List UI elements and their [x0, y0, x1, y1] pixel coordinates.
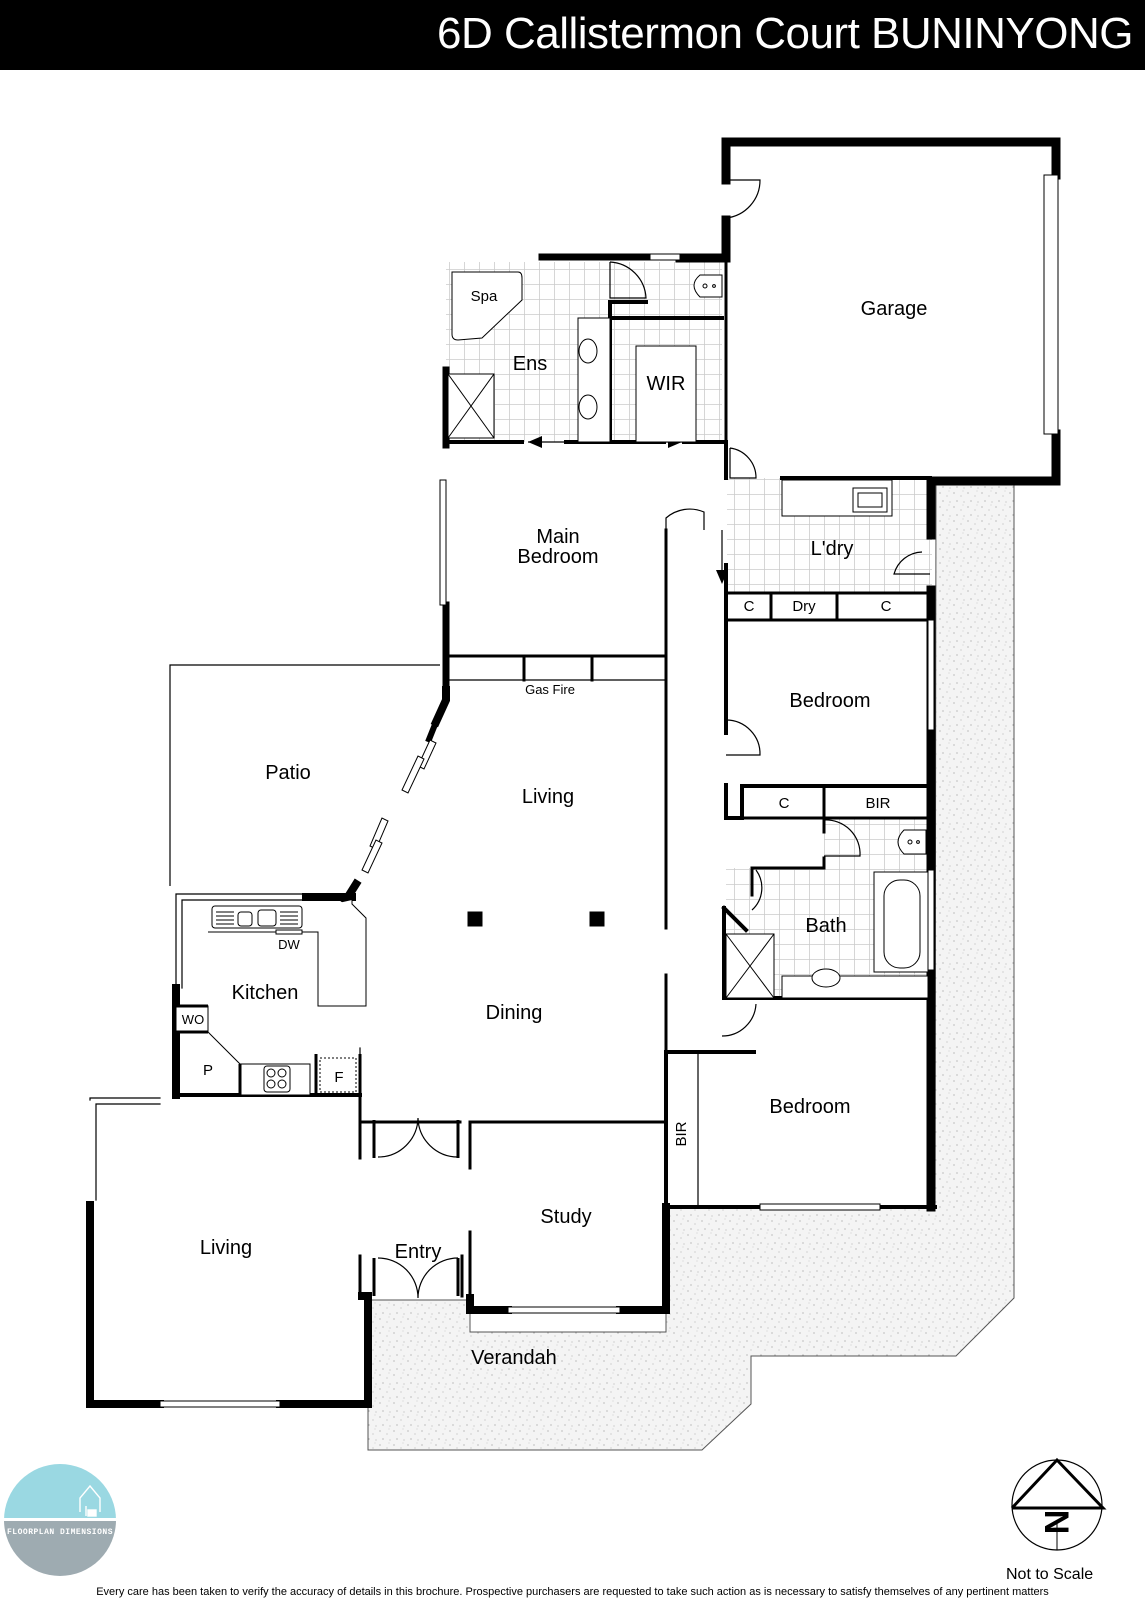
label-pantry: P — [203, 1062, 213, 1079]
room-label-entry: Entry — [395, 1241, 442, 1263]
label-bedroom-3-bir: BIR — [673, 1121, 690, 1146]
basin-icon — [811, 968, 841, 988]
room-label-living-main: Living — [522, 786, 574, 808]
column — [467, 911, 483, 927]
kitchen-sink-icon — [211, 905, 303, 929]
fixtures — [175, 271, 929, 1096]
room-label-bedroom-3: Bedroom — [769, 1096, 850, 1118]
disclaimer-text: Every care has been taken to verify the … — [96, 1586, 1049, 1598]
room-labels: Garage Spa Ens WIR Main Bedroom L'dry C … — [182, 288, 928, 1369]
label-gas-fire: Gas Fire — [525, 682, 575, 697]
bathtub-icon — [883, 879, 921, 969]
house-icon — [79, 1484, 101, 1517]
room-label-ensuite: Ens — [513, 353, 547, 375]
room-label-verandah: Verandah — [471, 1347, 557, 1369]
fridge-space — [319, 1057, 357, 1093]
label-fridge: F — [334, 1069, 343, 1086]
room-label-study: Study — [540, 1206, 591, 1228]
column — [589, 911, 605, 927]
room-label-kitchen: Kitchen — [232, 982, 299, 1004]
room-label-bedroom-2: Bedroom — [789, 690, 870, 712]
property-address-title: 6D Callistermon Court BUNINYONG — [437, 9, 1134, 58]
room-label-garage: Garage — [861, 298, 928, 320]
spa-bath-icon — [451, 271, 523, 341]
toilet-icon — [693, 274, 723, 298]
room-label-main-bedroom-line1: Main — [536, 526, 579, 548]
label-bedroom-2-cupboard: C — [779, 795, 790, 812]
room-label-dining: Dining — [486, 1002, 543, 1024]
label-laundry-dryer: Dry — [792, 598, 816, 615]
windows — [159, 174, 1059, 1408]
label-laundry-cupboard-right: C — [881, 598, 892, 615]
basin-icon — [578, 338, 598, 364]
scale-note: Not to Scale — [1006, 1566, 1094, 1583]
doors — [372, 179, 930, 1299]
basin-icon — [578, 394, 598, 420]
room-label-bath: Bath — [805, 915, 846, 937]
label-dishwasher: DW — [278, 937, 300, 952]
room-label-spa: Spa — [471, 288, 498, 305]
label-laundry-cupboard-left: C — [744, 598, 755, 615]
company-logo: FLOORPLAN DIMENSIONS — [4, 1464, 116, 1576]
room-label-living-front: Living — [200, 1237, 252, 1259]
compass-letter: N — [1037, 1510, 1075, 1535]
label-bedroom-2-bir: BIR — [865, 795, 890, 812]
room-label-laundry: L'dry — [811, 538, 854, 560]
logo-text: FLOORPLAN DIMENSIONS — [7, 1528, 113, 1537]
room-label-patio: Patio — [265, 762, 311, 784]
title-bar: 6D Callistermon Court BUNINYONG — [0, 0, 1145, 70]
patio-area — [169, 664, 440, 886]
room-label-wir: WIR — [647, 373, 686, 395]
label-walk-in-oven: WO — [182, 1012, 204, 1027]
room-label-main-bedroom-line2: Bedroom — [517, 546, 598, 568]
north-arrow-icon: N — [1010, 1457, 1107, 1551]
